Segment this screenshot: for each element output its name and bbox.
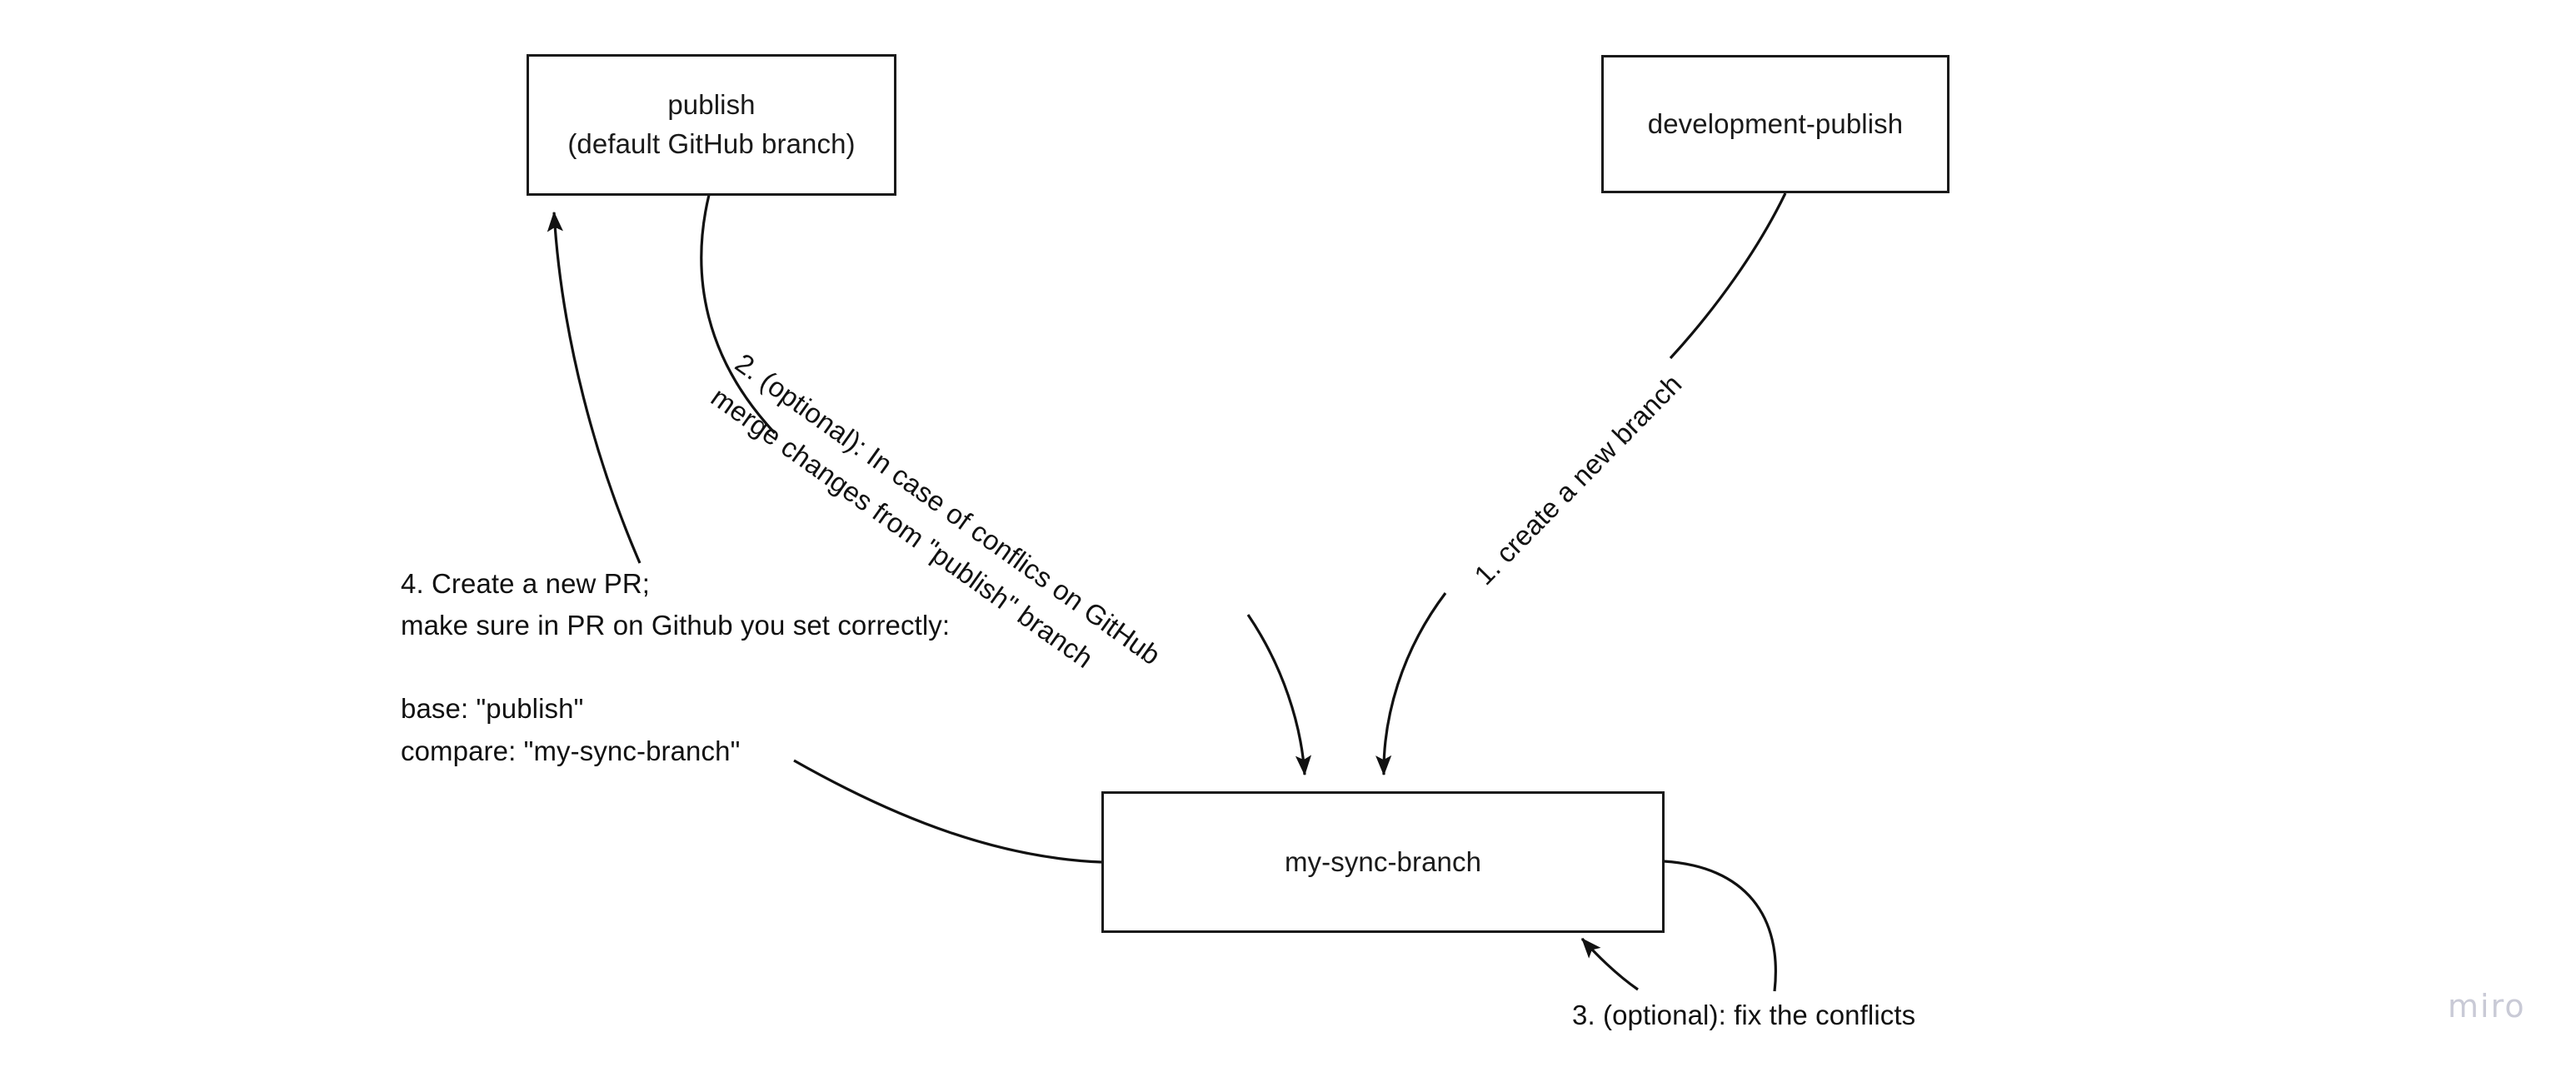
connector-mysync-loop [1663,860,1777,992]
connector-step4-to-mysync [793,759,1102,864]
miro-watermark: miro [2448,988,2526,1025]
node-publish[interactable]: publish (default GitHub branch) [527,54,896,196]
annotation-step-1[interactable]: 1. create a new branch [1468,368,1688,591]
node-my-sync-branch-label: my-sync-branch [1284,845,1482,877]
connector-publish-to-mysync-tail [1246,614,1312,776]
connector-development-to-mysync-tail [1375,592,1447,776]
connector-development-to-mysync [1669,192,1787,360]
connector-step3-to-mysync [1580,937,1639,991]
annotation-step-4[interactable]: 4. Create a new PR; make sure in PR on G… [401,568,951,766]
node-development-publish-label: development-publish [1647,107,1904,139]
node-publish-label: publish (default GitHub branch) [567,89,856,159]
annotation-step-3[interactable]: 3. (optional): fix the conflicts [1572,1000,1916,1030]
node-my-sync-branch[interactable]: my-sync-branch [1101,791,1665,933]
node-development-publish[interactable]: development-publish [1601,55,1949,193]
connector-pr-to-publish [547,211,642,564]
